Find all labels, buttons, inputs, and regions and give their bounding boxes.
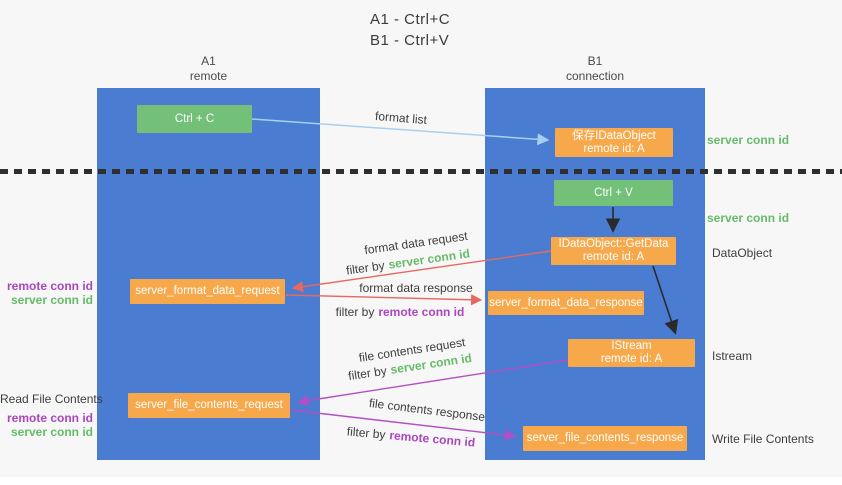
node-idataobject-getdata: IDataObject::GetData remote id: A [551,237,676,265]
node-server-format-data-response: server_format_data_response [488,291,644,315]
node-server-format-data-request: server_format_data_request [130,279,285,304]
annotation-write-file-contents: Write File Contents [712,432,814,446]
label-format-list: format list [374,108,428,128]
node-file-request-label: server_file_contents_request [135,399,283,411]
node-format-response-label: server_format_data_response [489,296,643,309]
annotation-server-conn-id-format: server conn id [10,293,93,307]
annotation-remote-conn-id-file: remote conn id [6,411,93,425]
annotation-remote-conn-id-format: remote conn id [6,279,93,293]
node-istream-line2: remote id: A [600,353,663,365]
column-b1-subtitle: connection [565,69,625,83]
node-format-request-label: server_format_data_request [135,285,280,297]
column-a1-name: A1 [201,54,216,68]
filter-prefix: filter by [345,258,386,278]
node-ctrl-c: Ctrl + C [137,105,252,133]
annotation-istream: Istream [712,349,753,363]
node-ctrl-v: Ctrl + V [554,180,673,206]
annotation-dataobject: DataObject [712,246,773,260]
node-getdata-line1: IDataObject::GetData [558,238,669,250]
filter-prefix: filter by [347,363,388,384]
label-format-data-response: format data response [359,281,473,295]
column-header-a1: A1 remote [97,54,320,84]
filter-value-remote-conn-id: remote conn id [388,428,476,450]
filter-prefix: filter by [346,424,387,442]
node-file-response-label: server_file_contents_response [526,432,684,444]
node-save-idataobject-line2: remote id: A [583,142,645,155]
node-server-file-contents-request: server_file_contents_request [128,393,290,418]
node-save-idataobject: 保存IDataObject remote id: A [555,128,673,157]
node-istream: IStream remote id: A [568,339,695,367]
annotation-server-conn-id-top: server conn id [707,133,790,147]
clipboard-boundary-dotted-line [0,169,842,174]
bottom-strip [0,477,842,485]
filter-prefix: filter by [335,305,375,319]
node-getdata-line2: remote id: A [582,251,645,263]
node-istream-line1: IStream [611,340,652,352]
column-header-b1: B1 connection [485,54,705,84]
annotation-server-conn-id-file: server conn id [10,425,93,439]
node-ctrl-v-label: Ctrl + V [594,186,633,199]
column-a1-subtitle: remote [189,69,228,83]
node-ctrl-c-label: Ctrl + C [174,112,215,125]
label-file-contents-response: file contents response [368,395,486,425]
annotation-server-conn-id-mid: server conn id [707,211,790,225]
filter-value-remote-conn-id: remote conn id [378,305,465,319]
title-line-2: B1 - Ctrl+V [370,32,450,49]
diagram-title: A1 - Ctrl+C B1 - Ctrl+V [370,9,450,51]
title-line-1: A1 - Ctrl+C [370,11,451,28]
column-b1-name: B1 [587,54,603,68]
node-server-file-contents-response: server_file_contents_response [523,426,687,451]
annotation-read-file-contents: Read File Contents [0,392,103,406]
node-save-idataobject-line1: 保存IDataObject [572,129,656,142]
